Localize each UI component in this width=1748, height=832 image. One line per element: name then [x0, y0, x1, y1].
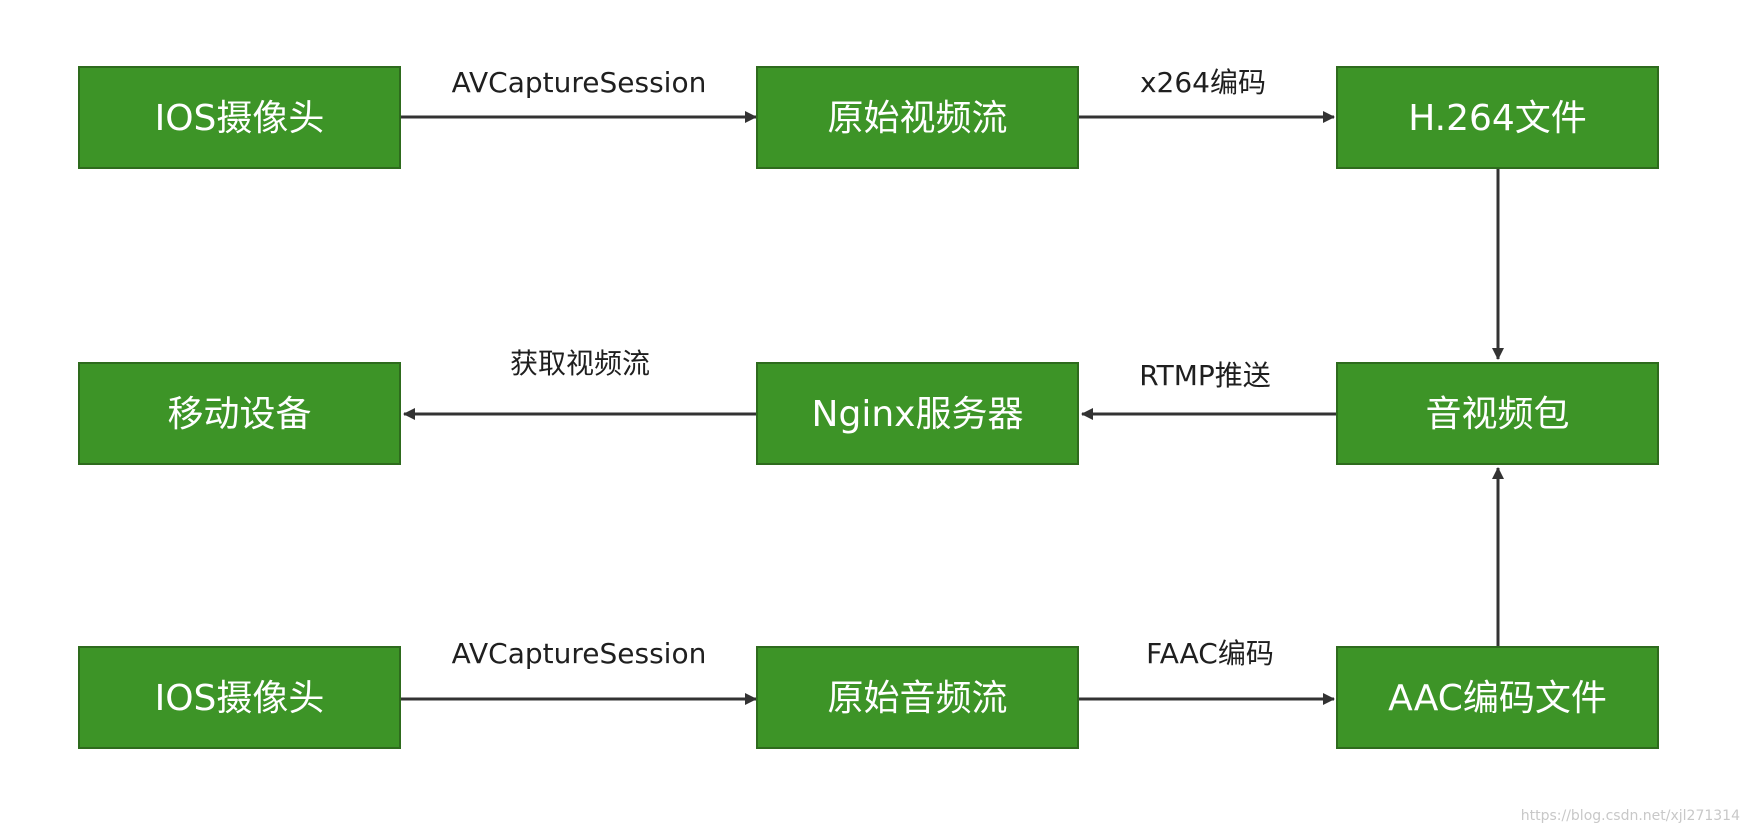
edges	[400, 111, 1504, 705]
edge-label-avcapture-video: AVCaptureSession	[452, 66, 707, 99]
watermark: https://blog.csdn.net/xjl271314	[1521, 808, 1740, 824]
node-label: 原始视频流	[827, 98, 1007, 139]
node-av-packet: 音视频包	[1336, 362, 1659, 465]
node-ios-camera-bottom: IOS摄像头	[78, 646, 401, 749]
node-label: AAC编码文件	[1388, 678, 1607, 719]
node-label: 移动设备	[167, 394, 311, 435]
node-label: IOS摄像头	[155, 678, 325, 719]
node-label: IOS摄像头	[155, 98, 325, 139]
edge-label-rtmp: RTMP推送	[1139, 359, 1271, 392]
node-raw-audio: 原始音频流	[756, 646, 1079, 749]
node-raw-video: 原始视频流	[756, 66, 1079, 169]
node-ios-camera-top: IOS摄像头	[78, 66, 401, 169]
edge-label-faac: FAAC编码	[1146, 637, 1274, 670]
node-label: H.264文件	[1408, 98, 1587, 139]
node-mobile-device: 移动设备	[78, 362, 401, 465]
edge-labels: AVCaptureSession x264编码 RTMP推送 获取视频流 AVC…	[452, 66, 1274, 670]
edge-label-get-video: 获取视频流	[510, 347, 650, 380]
node-nginx-server: Nginx服务器	[756, 362, 1079, 465]
edge-label-avcapture-audio: AVCaptureSession	[452, 637, 707, 670]
node-label: 音视频包	[1425, 394, 1569, 435]
node-label: 原始音频流	[827, 678, 1007, 719]
node-label: Nginx服务器	[812, 394, 1024, 435]
nodes: IOS摄像头 原始视频流 H.264文件 移动设备 Nginx服务器 音视频包 …	[78, 66, 1659, 749]
node-h264-file: H.264文件	[1336, 66, 1659, 169]
node-aac-file: AAC编码文件	[1336, 646, 1659, 749]
edge-label-x264: x264编码	[1140, 66, 1266, 99]
